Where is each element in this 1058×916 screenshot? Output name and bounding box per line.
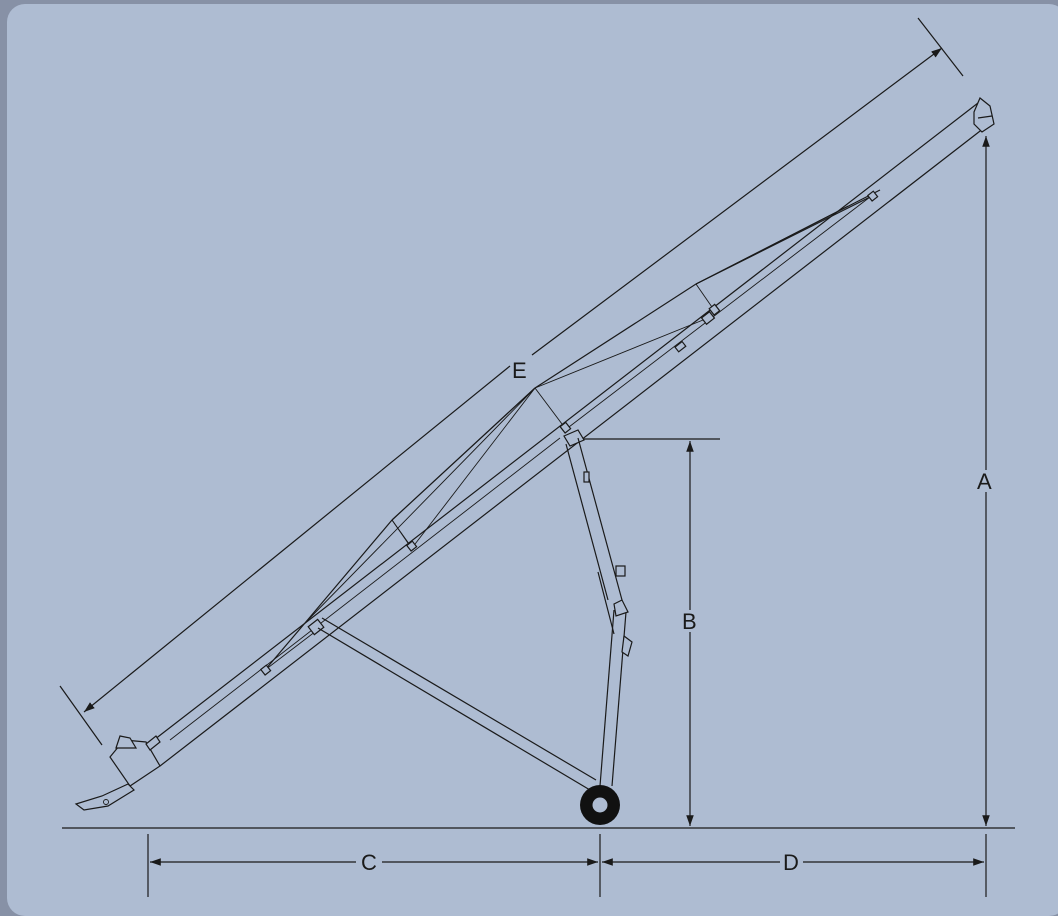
diagram-panel: [7, 4, 1058, 916]
label-e: E: [512, 358, 527, 383]
wheel: [580, 785, 620, 825]
label-b: B: [682, 609, 697, 634]
truss-cables: [259, 189, 881, 676]
dimension-d: D: [602, 834, 987, 897]
discharge-spout: [973, 97, 995, 133]
dimension-c: C: [147, 834, 601, 897]
undercarriage: [317, 429, 633, 791]
dimension-a: A: [977, 136, 992, 826]
intake-hopper: [74, 735, 161, 811]
label-a: A: [977, 469, 992, 494]
label-c: C: [361, 850, 377, 875]
dimension-e: E: [59, 17, 964, 746]
label-d: D: [783, 850, 799, 875]
dimension-b: B: [578, 438, 720, 826]
